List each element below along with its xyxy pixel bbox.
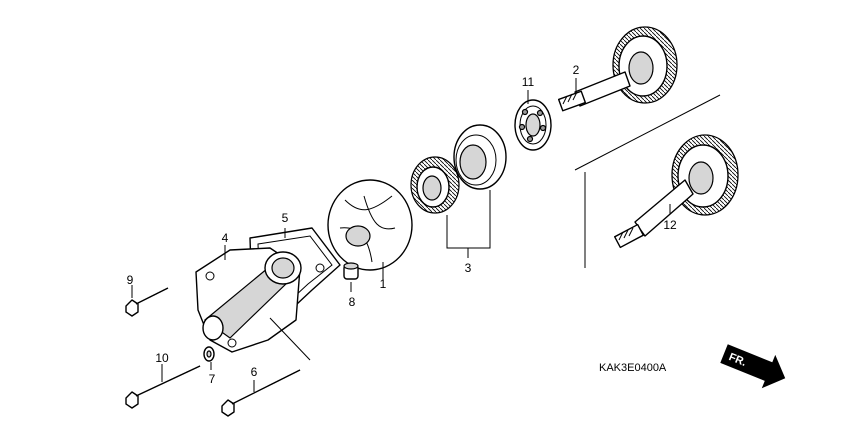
callout-7: 7 [209, 372, 216, 386]
alternate-part-frame [574, 94, 721, 268]
impeller-part-1 [327, 179, 413, 280]
callout-6: 6 [251, 365, 258, 379]
callout-2: 2 [573, 63, 580, 77]
bolt-part-6 [221, 317, 311, 417]
bolt-part-9 [125, 285, 169, 317]
callout-labels: 1 2 3 4 5 6 7 8 9 10 11 12 [127, 63, 677, 386]
callout-1: 1 [380, 277, 387, 291]
callout-11: 11 [522, 75, 535, 89]
bearing-part-11 [514, 99, 552, 151]
callout-10: 10 [155, 351, 169, 365]
gear-shaft-part-12 [614, 134, 739, 249]
callout-5: 5 [282, 211, 289, 225]
diagram-code: KAK3E0400A [599, 362, 667, 374]
callout-9: 9 [127, 273, 134, 287]
callout-3: 3 [465, 261, 472, 275]
callout-8: 8 [349, 295, 356, 309]
washer-part-7 [203, 346, 215, 370]
dowel-pin-part-8 [343, 262, 359, 292]
mechanical-seal-part-3 [410, 124, 507, 258]
front-direction-arrow: FR. [720, 344, 786, 389]
pump-cover-part-4 [195, 245, 302, 353]
callout-12: 12 [663, 218, 677, 232]
gear-shaft-part-2 [557, 26, 678, 112]
bolt-part-10 [125, 364, 201, 409]
callout-4: 4 [222, 231, 229, 245]
